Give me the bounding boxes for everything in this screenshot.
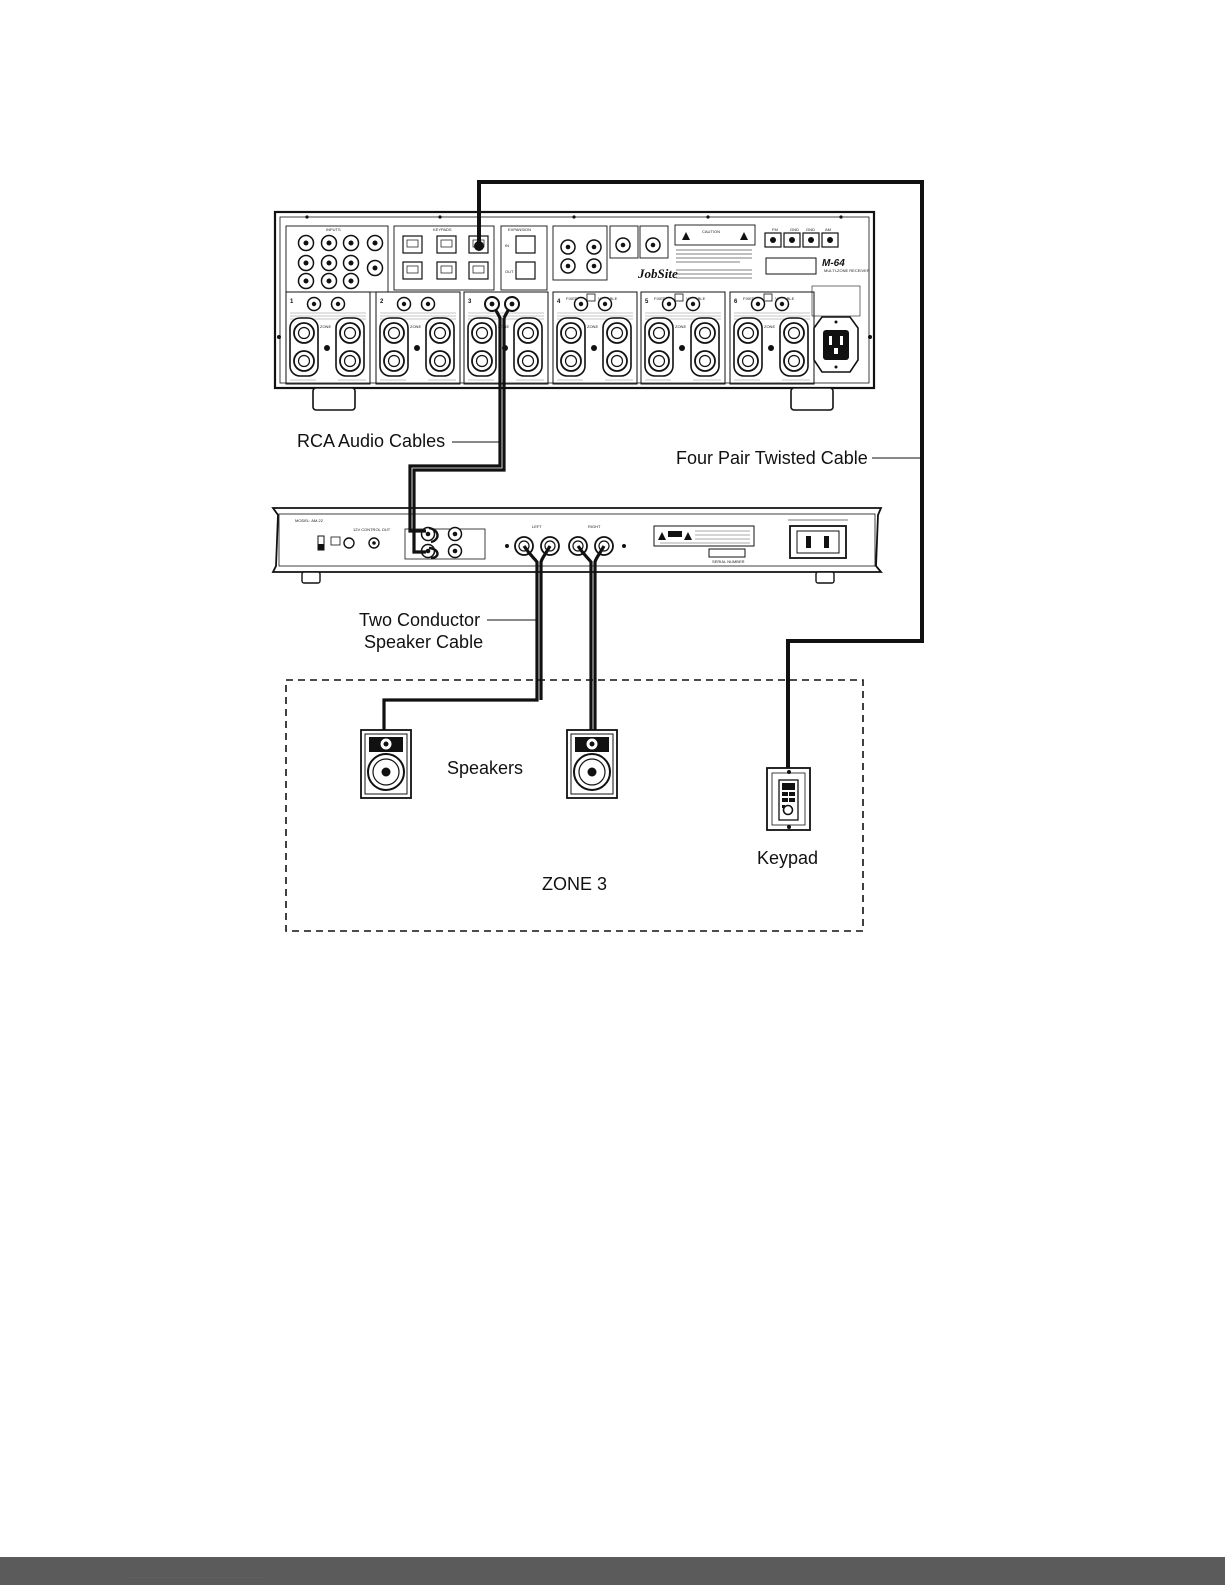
inputs-block: INPUTS [285, 225, 389, 293]
zone-number: 1 [290, 299, 294, 305]
control-label: 12V CONTROL OUT [353, 527, 391, 532]
four-pair-twisted-cable [477, 180, 924, 770]
zone-number: 2 [380, 299, 384, 305]
svg-text:FM: FM [772, 227, 778, 232]
speaker-left [360, 729, 412, 799]
keypad-label: Keypad [757, 848, 819, 868]
multi-zone-receiver: INPUTS KEYPADS [273, 210, 876, 411]
receiver-foot [790, 387, 834, 411]
zone-module-6: 6FIXEDVARIABLEZONE [729, 291, 815, 385]
svg-text:GND: GND [790, 227, 799, 232]
antenna-terminals: FM GND GND AM M-64 MULTI-ZONE RECEIVER [764, 227, 870, 275]
zone-number: 5 [645, 299, 649, 305]
keypad [766, 767, 811, 831]
zone-3-boundary [285, 679, 864, 932]
zone-number: 6 [734, 299, 738, 305]
svg-text:MULTI-ZONE RECEIVER: MULTI-ZONE RECEIVER [824, 268, 870, 273]
svg-text:CAUTION: CAUTION [702, 229, 720, 234]
svg-text:GND: GND [806, 227, 815, 232]
speaker-cable-label: Speaker Cable [364, 632, 484, 652]
amplifier-foot [301, 571, 321, 584]
jobsite-logo: JobSite [637, 266, 678, 281]
speaker-cables [382, 545, 606, 730]
zone-module-5: 5FIXEDVARIABLEZONE [640, 291, 726, 385]
zone-word: ZONE [764, 324, 775, 329]
fixed-label: FIXED [566, 296, 578, 301]
zone-number: 3 [468, 299, 472, 305]
four-pair-cable-label: Four Pair Twisted Cable [676, 448, 868, 468]
left-label: LEFT [532, 524, 542, 529]
zone-word: ZONE [320, 324, 331, 329]
outputs-block [552, 225, 669, 281]
rca-cables-label: RCA Audio Cables [297, 431, 446, 451]
power-inlet [811, 285, 861, 373]
zone-word: ZONE [587, 324, 598, 329]
svg-text:OUT: OUT [505, 269, 514, 274]
keypads-label: KEYPADS [433, 227, 452, 232]
fixed-label: FIXED [654, 296, 666, 301]
expansion-label: EXPANSION [508, 227, 531, 232]
svg-text:IN: IN [505, 243, 509, 248]
speakers [360, 729, 618, 799]
keypads-block: KEYPADS [393, 225, 495, 291]
speaker-right [566, 729, 618, 799]
amp-model-label: MODEL: AM-22 [295, 518, 324, 523]
zone-label: ZONE 3 [542, 874, 608, 894]
zone-number: 4 [557, 299, 561, 305]
zone-modules: 1ZONE2ZONE3ZONE4FIXEDVARIABLEZONE5FIXEDV… [285, 291, 815, 385]
speakers-label: Speakers [447, 758, 524, 778]
amplifier: MODEL: AM-22 12V CONTROL OUT LEFT RIGHT [271, 507, 883, 584]
right-label: RIGHT [588, 524, 601, 529]
footer-bar [0, 1557, 1225, 1585]
zone-word: ZONE [410, 324, 421, 329]
label-leader-lines [452, 441, 922, 621]
zone-word: ZONE [675, 324, 686, 329]
footer-link-underline[interactable] [128, 1577, 266, 1578]
svg-text:AM: AM [825, 227, 831, 232]
model-label: M-64 [822, 258, 845, 269]
two-conductor-label: Two Conductor [359, 610, 481, 630]
amplifier-foot [815, 571, 835, 584]
serial-label: SERIAL NUMBER [712, 559, 745, 564]
receiver-foot [312, 387, 356, 411]
expansion-block: EXPANSION IN OUT [500, 225, 548, 291]
inputs-label: INPUTS [326, 227, 341, 232]
fixed-label: FIXED [743, 296, 755, 301]
receiver-caution-label: CAUTION [674, 224, 756, 279]
zone-module-4: 4FIXEDVARIABLEZONE [552, 291, 638, 385]
